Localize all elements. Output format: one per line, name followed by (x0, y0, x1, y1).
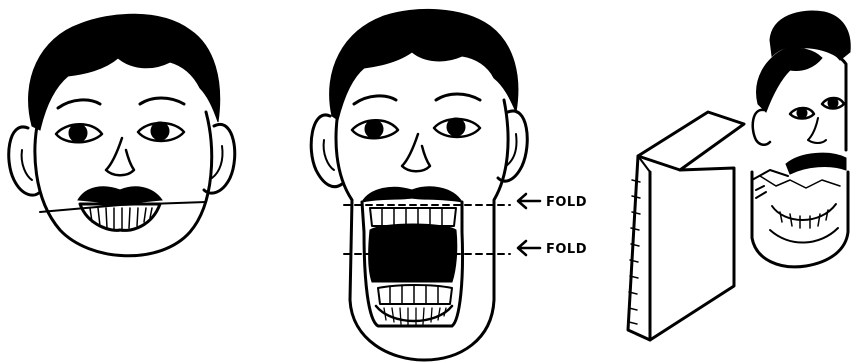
right-ear-open (498, 111, 527, 181)
left-eye-open (352, 120, 398, 138)
open-mouth-face: FOLD FOLD (311, 9, 587, 360)
fold-label-top: FOLD (518, 194, 587, 210)
hair (29, 14, 220, 130)
fold-text-bottom: FOLD (546, 242, 587, 257)
left-eyebrow (58, 100, 100, 108)
paper-bag (628, 112, 744, 340)
puppet-head (752, 11, 850, 267)
right-eyebrow (140, 98, 184, 104)
closed-lips (78, 187, 162, 231)
nose (106, 138, 134, 175)
upper-lip (362, 187, 462, 202)
right-eye-open (434, 118, 480, 137)
left-eye (56, 124, 102, 142)
closed-mouth-face (9, 14, 235, 256)
right-eye (138, 122, 184, 141)
fold-label-bottom: FOLD (518, 241, 587, 257)
folded-bag-puppet (628, 11, 850, 340)
fold-text-top: FOLD (546, 195, 587, 210)
open-mouth (362, 202, 463, 326)
face-outline (35, 112, 212, 256)
